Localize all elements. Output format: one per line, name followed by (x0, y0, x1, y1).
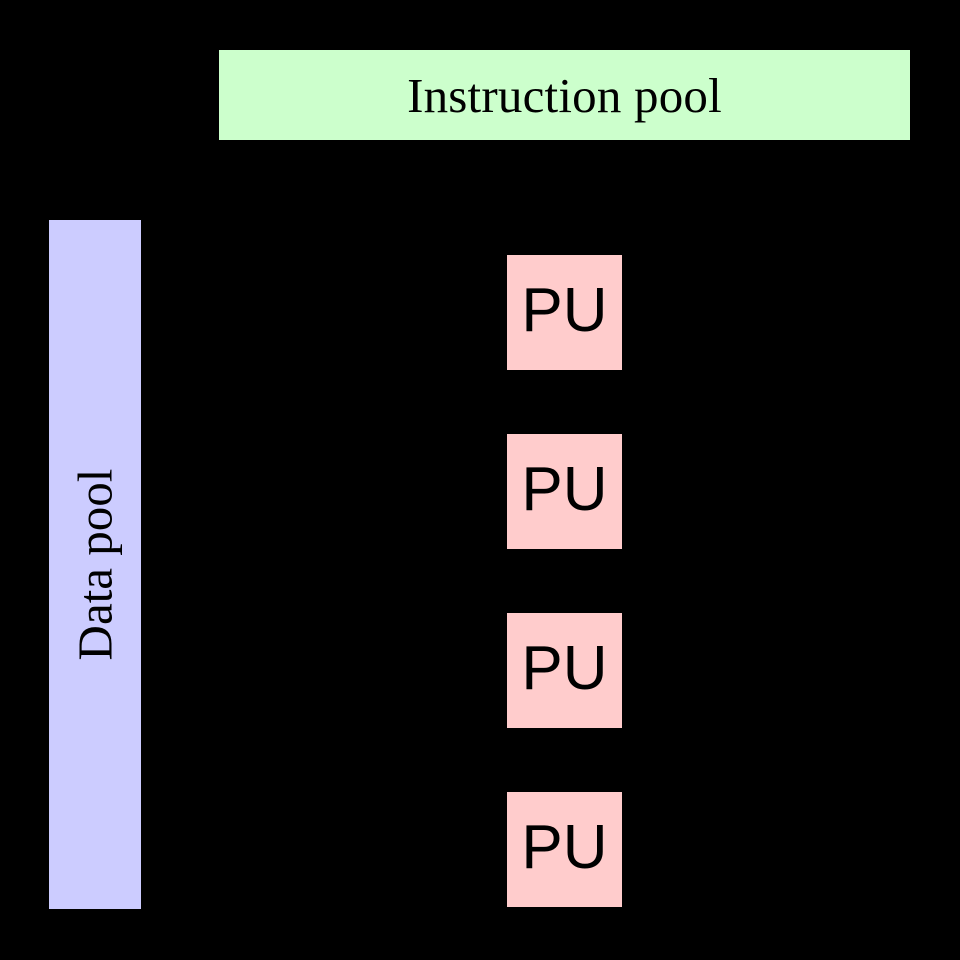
processing-unit-box-4: PU (507, 792, 622, 907)
processing-unit-label-1: PU (521, 275, 608, 345)
data-pool-label: Data pool (67, 468, 123, 661)
processing-unit-box-3: PU (507, 613, 622, 728)
processing-unit-label-4: PU (521, 812, 608, 882)
processing-unit-box-2: PU (507, 434, 622, 549)
processing-unit-box-1: PU (507, 255, 622, 370)
processing-unit-label-2: PU (521, 454, 608, 524)
processing-unit-label-3: PU (521, 633, 608, 703)
instruction-pool-label: Instruction pool (407, 67, 722, 123)
instruction-pool-box: Instruction pool (219, 50, 910, 140)
processing-unit-column: PU PU PU PU (507, 255, 622, 910)
data-pool-box: Data pool (49, 220, 141, 909)
